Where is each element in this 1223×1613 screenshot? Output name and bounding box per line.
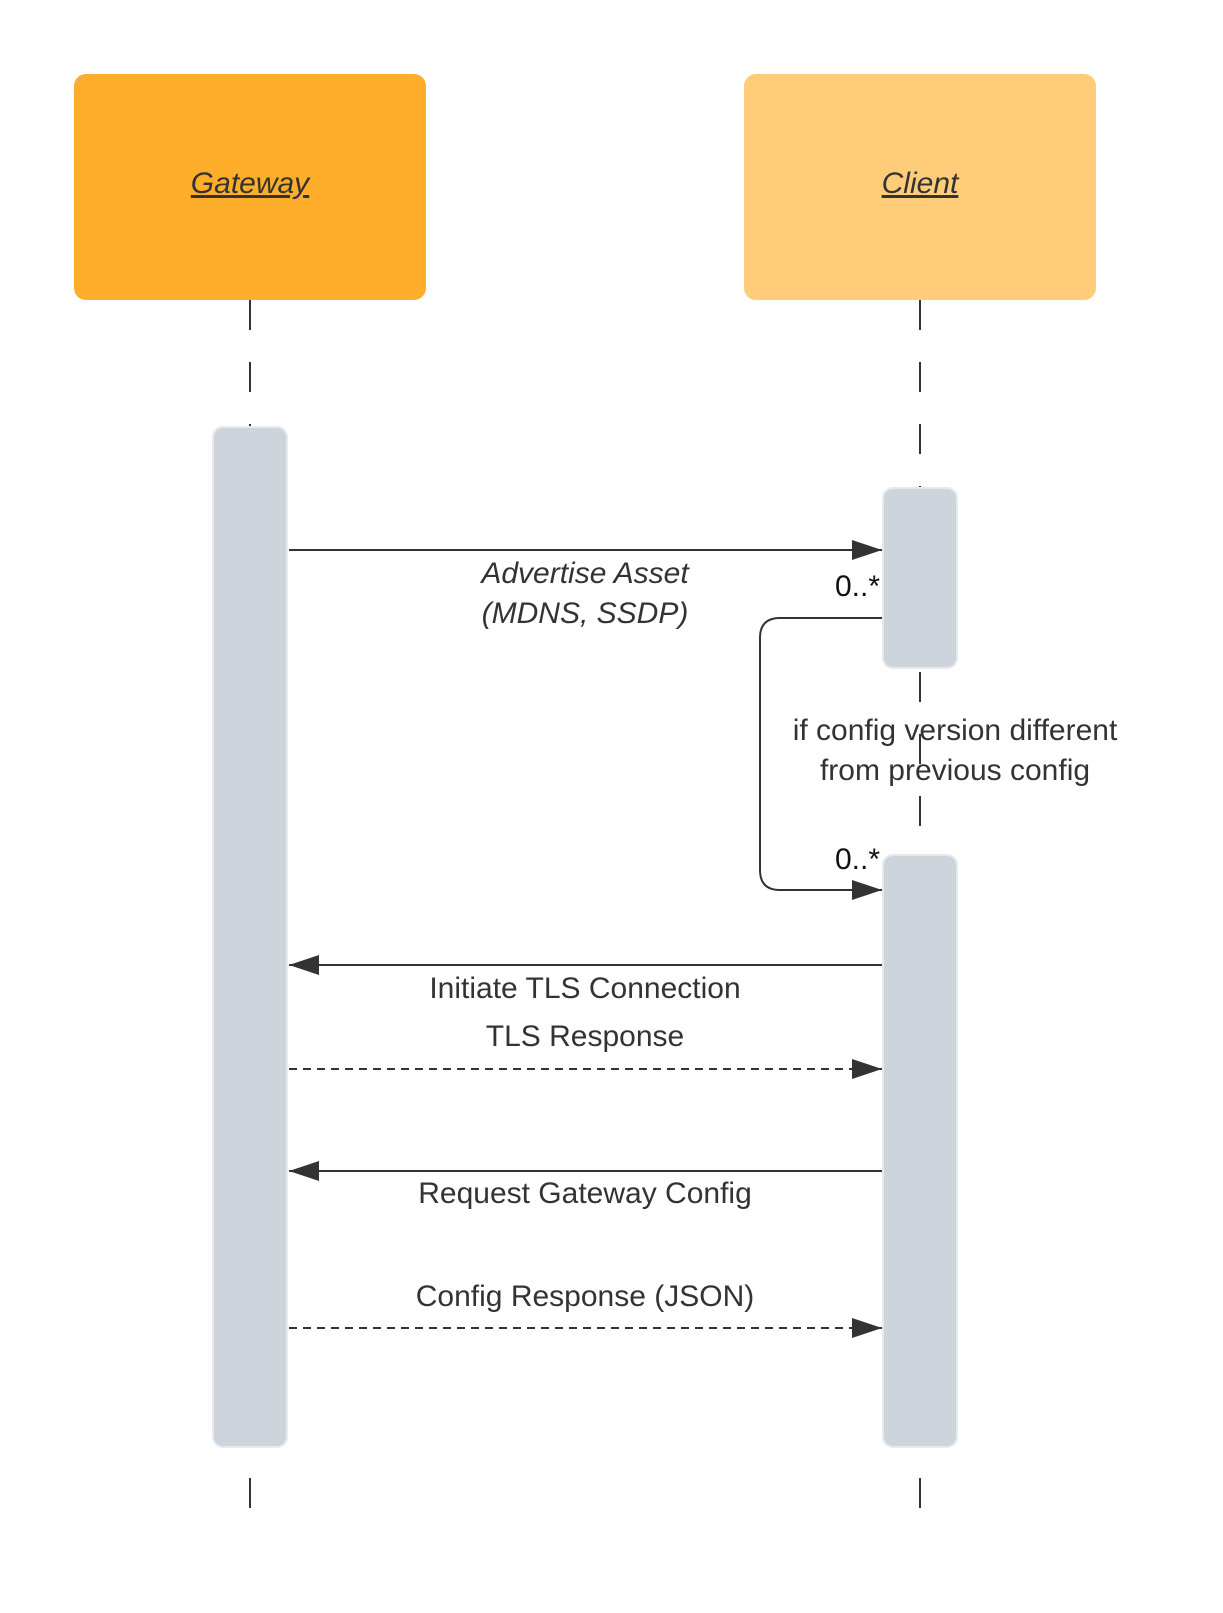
tls-response-label: TLS Response [486, 1020, 684, 1053]
gateway-participant: Gateway [74, 74, 426, 300]
gateway-label: Gateway [191, 167, 311, 200]
advertise-asset-label-line1: Advertise Asset [479, 557, 690, 590]
self-message-arrow [759, 617, 882, 900]
client-label: Client [882, 167, 960, 200]
advertise-asset-label-line2: (MDNS, SSDP) [482, 597, 689, 630]
gateway-box [74, 74, 426, 300]
self-message-label-line1: if config version different [793, 714, 1118, 747]
client-activation-bar-1 [882, 487, 958, 669]
client-participant: Client [744, 74, 1096, 300]
client-activation-bar-2 [882, 854, 958, 1448]
multiplicity-bottom: 0..* [835, 843, 880, 876]
config-response-label: Config Response (JSON) [416, 1280, 754, 1313]
client-box [744, 74, 1096, 300]
self-message-label-line2: from previous config [820, 754, 1090, 787]
multiplicity-top: 0..* [835, 570, 880, 603]
initiate-tls-label: Initiate TLS Connection [429, 972, 740, 1005]
request-config-label: Request Gateway Config [418, 1177, 752, 1210]
gateway-activation-bar [212, 426, 288, 1448]
